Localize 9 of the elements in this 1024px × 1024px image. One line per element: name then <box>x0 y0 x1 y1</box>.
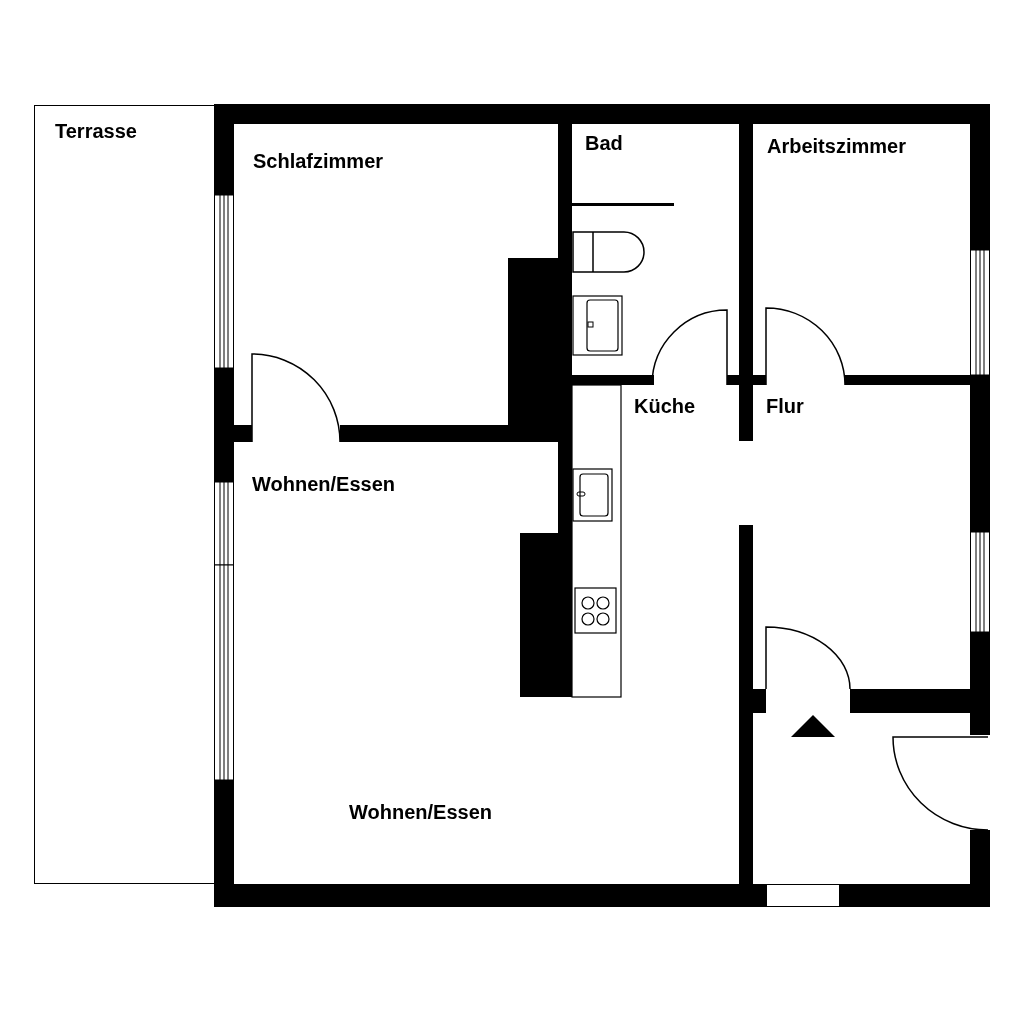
room-label: Flur <box>766 395 804 417</box>
room-label: Arbeitszimmer <box>767 135 906 157</box>
room-label: Wohnen/Essen <box>252 473 395 495</box>
room-label: Küche <box>634 395 696 417</box>
room-label: Terrasse <box>55 120 137 142</box>
room-label: Bad <box>585 132 623 154</box>
terrace-area <box>34 105 215 884</box>
room-label: Schlafzimmer <box>253 150 384 172</box>
room-label: Wohnen/Essen <box>349 801 492 823</box>
